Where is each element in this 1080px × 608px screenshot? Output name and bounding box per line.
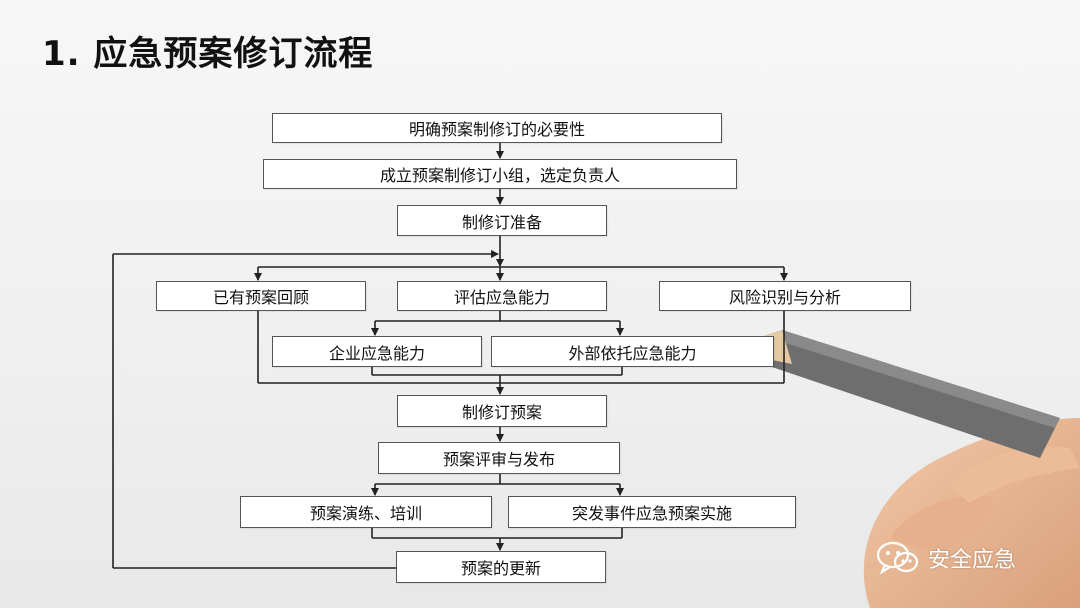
box-prepare: 制修订准备 bbox=[397, 205, 607, 236]
box-drill-training: 预案演练、培训 bbox=[240, 496, 492, 528]
box-assess-capability: 评估应急能力 bbox=[397, 281, 607, 311]
box-update-plan: 预案的更新 bbox=[396, 551, 606, 583]
box-necessity: 明确预案制修订的必要性 bbox=[272, 113, 722, 143]
box-revise-plan: 制修订预案 bbox=[397, 395, 607, 427]
box-external-capability: 外部依托应急能力 bbox=[491, 336, 774, 367]
page-title: 1. 应急预案修订流程 bbox=[42, 34, 374, 74]
box-enterprise-capability: 企业应急能力 bbox=[272, 336, 482, 367]
box-review-existing: 已有预案回顾 bbox=[156, 281, 366, 311]
watermark-text: 安全应急 bbox=[928, 548, 1017, 573]
box-review-publish: 预案评审与发布 bbox=[378, 442, 620, 474]
box-emergency-implement: 突发事件应急预案实施 bbox=[508, 496, 796, 528]
watermark: 安全应急 bbox=[876, 540, 1016, 576]
box-team: 成立预案制修订小组，选定负责人 bbox=[263, 159, 737, 189]
box-risk-analysis: 风险识别与分析 bbox=[659, 281, 911, 311]
wechat-icon bbox=[876, 541, 919, 575]
